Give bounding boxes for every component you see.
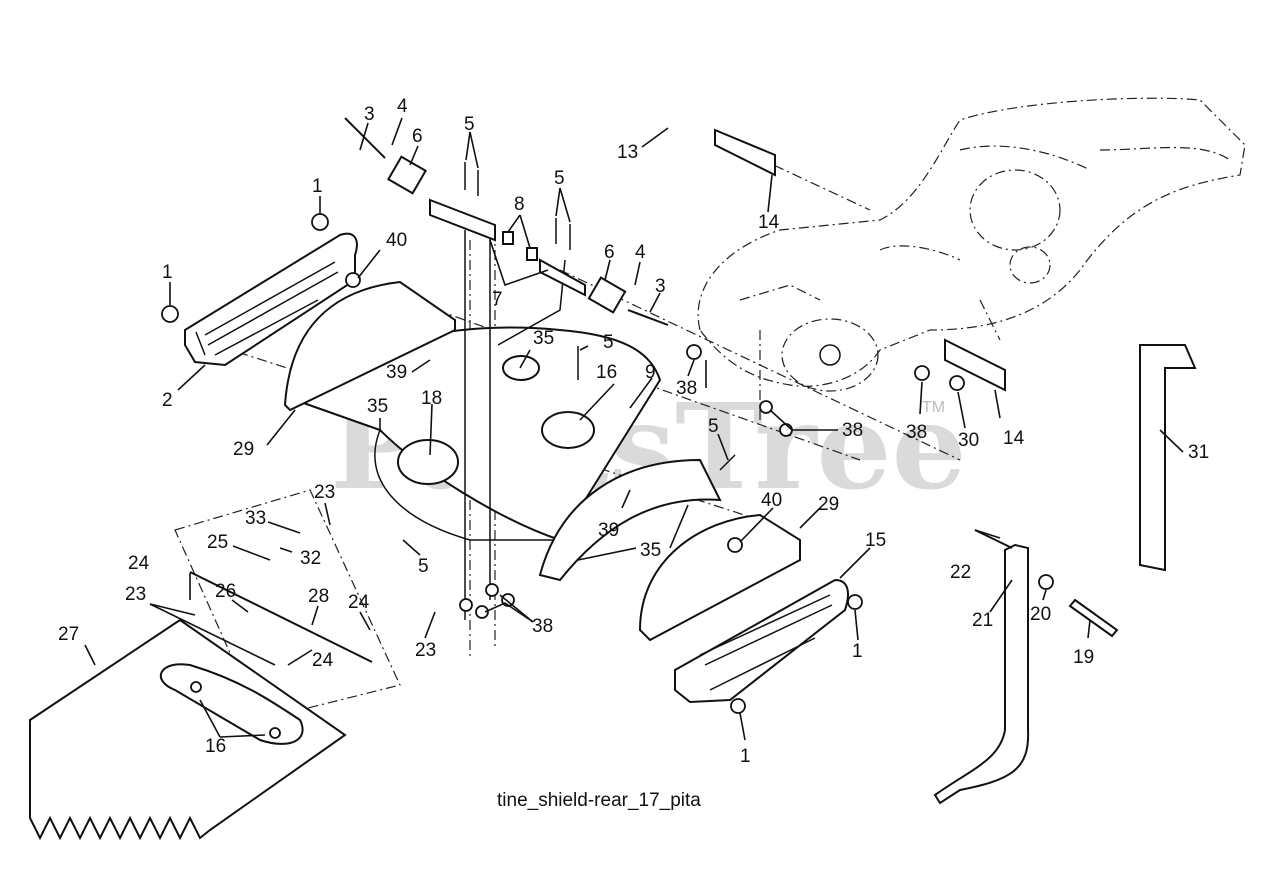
callout-6: 6 — [604, 242, 615, 263]
callout-35: 35 — [640, 540, 661, 561]
callout-39: 39 — [386, 362, 407, 383]
callout-26: 26 — [215, 581, 236, 602]
callout-1: 1 — [852, 641, 863, 662]
callout-6: 6 — [412, 126, 423, 147]
left-side-plate — [283, 280, 456, 412]
callout-25: 25 — [207, 532, 228, 553]
callout-40: 40 — [761, 490, 782, 511]
springs — [387, 155, 627, 314]
tiller-body — [697, 97, 1246, 420]
callout-39: 39 — [598, 520, 619, 541]
depth-bar-and-handle — [933, 344, 1197, 805]
callout-18: 18 — [421, 388, 442, 409]
diagram-caption: tine_shield-rear_17_pita — [497, 790, 701, 811]
callout-29: 29 — [233, 439, 254, 460]
brackets — [429, 128, 1006, 392]
right-end-plate — [674, 578, 849, 704]
callout-16: 16 — [596, 362, 617, 383]
callout-5: 5 — [603, 332, 614, 353]
callout-13: 13 — [617, 142, 638, 163]
nuts — [161, 213, 1054, 714]
callout-40: 40 — [386, 230, 407, 251]
callout-5: 5 — [418, 556, 429, 577]
callout-23: 23 — [125, 584, 146, 605]
callout-5: 5 — [464, 114, 475, 135]
leader-lines — [84, 117, 1184, 741]
callout-15: 15 — [865, 530, 886, 551]
trademark: TM — [922, 399, 945, 416]
callout-35: 35 — [533, 328, 554, 349]
callout-35: 35 — [367, 396, 388, 417]
flap — [29, 618, 347, 841]
callout-32: 32 — [300, 548, 321, 569]
callout-4: 4 — [397, 96, 408, 117]
callout-24: 24 — [128, 553, 150, 574]
callout-3: 3 — [655, 276, 666, 297]
callout-24: 24 — [312, 650, 334, 671]
callout-7: 7 — [492, 289, 503, 310]
callout-14: 14 — [758, 212, 780, 233]
callout-14: 14 — [1003, 428, 1025, 449]
bolts — [464, 162, 736, 471]
callout-5: 5 — [708, 416, 719, 437]
callout-22: 22 — [950, 562, 971, 583]
callout-1: 1 — [162, 262, 173, 283]
callout-2: 2 — [162, 390, 173, 411]
callout-38: 38 — [676, 378, 697, 399]
callout-31: 31 — [1188, 442, 1209, 463]
right-side-plate — [638, 513, 801, 642]
callout-19: 19 — [1073, 647, 1094, 668]
callout-30: 30 — [958, 430, 979, 451]
callout-3: 3 — [364, 104, 375, 125]
callout-33: 33 — [245, 508, 266, 529]
callout-38: 38 — [532, 616, 553, 637]
callout-23: 23 — [314, 482, 335, 503]
right-upper-shield — [538, 458, 722, 582]
callout-9: 9 — [645, 362, 656, 383]
callout-23: 23 — [415, 640, 436, 661]
callout-1: 1 — [740, 746, 751, 767]
callout-28: 28 — [308, 586, 329, 607]
callout-38: 38 — [906, 422, 927, 443]
callout-16: 16 — [205, 736, 226, 757]
callout-27: 27 — [58, 624, 79, 645]
callout-4: 4 — [635, 242, 646, 263]
left-end-plate — [184, 232, 358, 367]
callout-20: 20 — [1030, 604, 1051, 625]
callout-1: 1 — [312, 176, 323, 197]
callout-8: 8 — [514, 194, 525, 215]
callout-21: 21 — [972, 610, 993, 631]
callout-24: 24 — [348, 592, 370, 613]
callout-5: 5 — [554, 168, 565, 189]
callouts: 1 1 1 1 2 3 3 4 4 5 5 5 5 5 6 6 7 8 9 13… — [58, 96, 1209, 767]
callout-38: 38 — [842, 420, 863, 441]
callout-29: 29 — [818, 494, 839, 515]
